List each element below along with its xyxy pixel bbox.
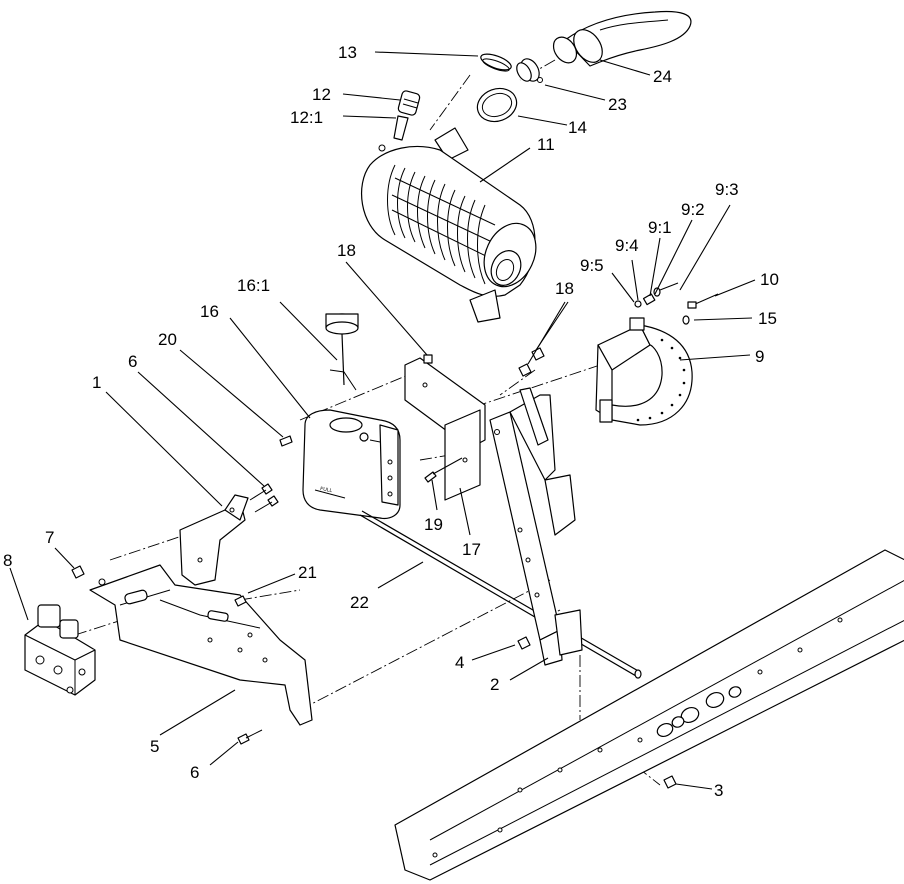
callout-labels: 13 12 12:1 14 23 24 11 9:3 9:2 9:1 9:4 9… [3,43,779,800]
callout-24: 24 [653,67,672,86]
callout-15: 15 [758,309,777,328]
bracket-1 [179,494,249,586]
air-cleaner [361,127,537,323]
callout-13: 13 [338,43,357,62]
bolt-6-lower [237,729,263,745]
leader-lines [9,51,756,790]
callout-23: 23 [608,95,627,114]
screw-20 [279,435,293,447]
small-clamp [480,53,512,72]
frame-rail [394,549,904,881]
callout-5: 5 [150,737,159,756]
upright-support [489,387,583,666]
callout-6-upper: 6 [128,352,137,371]
intake-hose [552,10,692,67]
mount-plate-5 [89,564,313,726]
reservoir-tank: FULL [302,409,401,520]
callout-4: 4 [455,653,464,672]
bolts-6-upper [249,483,279,513]
band-fasteners [634,282,719,325]
callout-9-5: 9:5 [580,256,604,275]
callout-2: 2 [490,675,499,694]
callout-17: 17 [462,540,481,559]
reservoir-cap [325,313,359,391]
callout-3: 3 [714,781,723,800]
tank-bracket [404,354,486,501]
mounting-band [476,87,518,123]
nut-18 [518,363,532,377]
callout-7: 7 [45,528,54,547]
callout-18-left: 18 [337,241,356,260]
callout-12: 12 [312,85,331,104]
tank-fill-mark: FULL [320,486,333,494]
bolt-21 [234,595,247,607]
callout-11: 11 [537,135,555,154]
rod-22 [359,510,642,679]
callout-19: 19 [424,515,443,534]
callout-1: 1 [92,373,101,392]
nut-7 [71,565,85,579]
air-cleaner-mount-band [595,317,693,426]
callout-14: 14 [568,118,587,137]
callout-9-1: 9:1 [648,218,672,237]
air-cleaner-ribs [387,164,496,285]
callout-16-1: 16:1 [237,276,270,295]
callout-9-4: 9:4 [615,236,639,255]
callout-18-right: 18 [555,279,574,298]
callout-9: 9 [755,347,764,366]
hose-clamp [516,58,543,83]
restriction-indicator [393,90,421,141]
callout-9-2: 9:2 [681,200,705,219]
callout-8: 8 [3,551,12,570]
callout-20: 20 [158,330,177,349]
callout-21: 21 [298,563,317,582]
band-dots [636,338,686,422]
callout-16: 16 [200,302,219,321]
callout-22: 22 [350,593,369,612]
callout-12-1: 12:1 [290,108,323,127]
nut-4 [517,636,531,650]
bolt-3 [663,775,677,789]
callout-10: 10 [760,270,779,289]
bolt-19 [424,457,463,483]
callout-6-lower: 6 [190,763,199,782]
valve-block [24,604,96,696]
callout-9-3: 9:3 [715,180,739,199]
